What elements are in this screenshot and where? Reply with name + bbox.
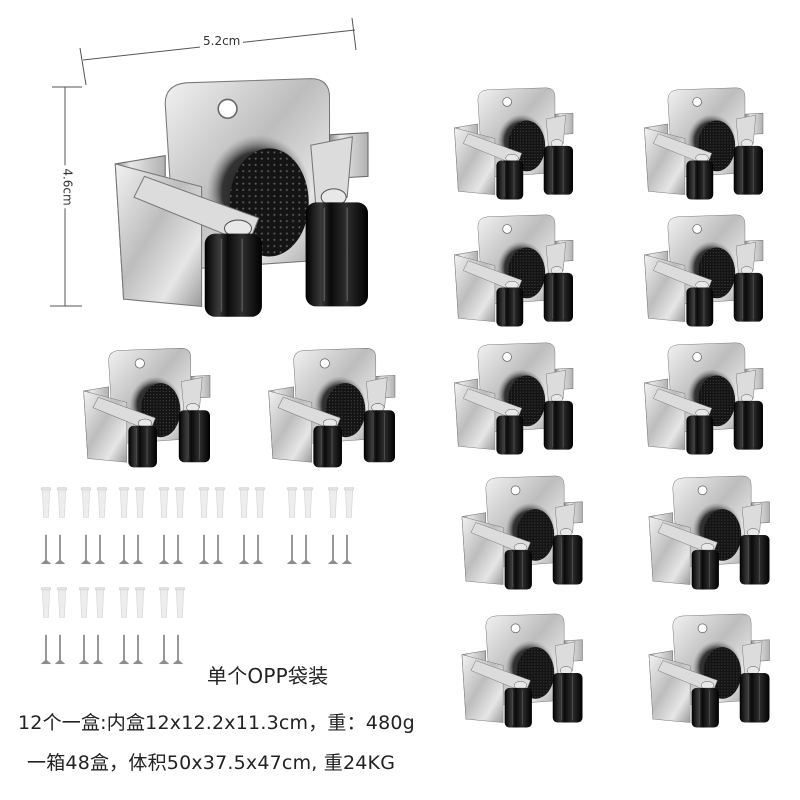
small-clip-image [448,606,593,730]
outer-carton-caption: 一箱48盒，体积50x37.5x47cm, 重24KG [27,752,396,774]
small-clip-image [442,80,582,202]
medium-clip-image [70,340,220,470]
height-dimension-label: 4.6cm [60,165,75,209]
width-dimension-label: 5.2cm [200,34,244,48]
small-clip-image [632,335,772,457]
small-clip-image [442,335,582,457]
medium-clip-image [255,340,405,470]
packaging-caption: 单个OPP袋装 [207,664,329,688]
small-clip-image [632,80,772,202]
small-clip-image [442,207,582,329]
hardware-set-row1 [40,480,370,570]
small-clip-image [635,606,780,730]
small-clip-image [635,468,780,592]
small-clip-image [448,468,593,592]
large-clip-image [98,62,378,322]
hardware-set-row2 [40,580,210,670]
inner-box-caption: 12个一盒:内盒12x12.2x11.3cm，重：480g [18,712,415,734]
small-clip-image [632,207,772,329]
